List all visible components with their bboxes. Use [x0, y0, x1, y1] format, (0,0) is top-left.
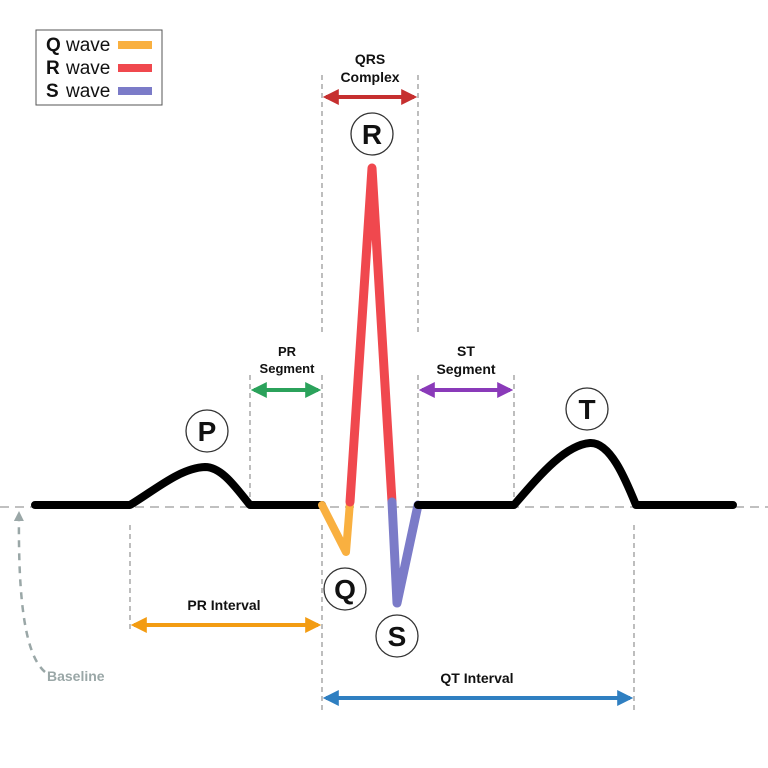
qt-interval-annotation: QT Interval	[322, 670, 634, 706]
legend-item-s-wave: S wave	[46, 81, 152, 102]
wave-label-s: S	[375, 614, 419, 658]
trace-s-wave	[387, 497, 423, 608]
legend: Q wave R wave S wave	[35, 29, 163, 106]
legend-word: wave	[65, 35, 110, 56]
wave-letter-q: Q	[334, 574, 356, 605]
wave-letter-s: S	[388, 621, 407, 652]
pr-segment-annotation: PR Segment	[250, 344, 322, 398]
qrs-label-line2: Complex	[340, 69, 399, 85]
legend-letter: S	[46, 81, 59, 102]
wave-label-p: P	[185, 409, 229, 453]
wave-label-r: R	[350, 112, 394, 156]
st-segment-label-line2: Segment	[436, 361, 495, 377]
legend-word: wave	[65, 81, 110, 102]
qrs-complex-annotation: QRS Complex	[322, 51, 418, 105]
guide-lines	[129, 75, 635, 712]
wave-letter-r: R	[362, 119, 382, 150]
wave-letter-p: P	[198, 416, 217, 447]
legend-letter: Q	[46, 35, 61, 56]
qt-interval-label: QT Interval	[440, 670, 513, 686]
wave-label-t: T	[565, 387, 609, 431]
pr-interval-label: PR Interval	[187, 597, 260, 613]
pr-interval-annotation: PR Interval	[130, 597, 322, 633]
trace-q-wave	[318, 498, 354, 556]
baseline-arrow	[13, 511, 46, 673]
st-segment-annotation: ST Segment	[418, 343, 514, 398]
trace-r-wave	[345, 163, 397, 507]
legend-word: wave	[65, 58, 110, 79]
ecg-trace	[31, 163, 737, 608]
qrs-label-line1: QRS	[355, 51, 385, 67]
legend-item-r-wave: R wave	[46, 58, 152, 79]
baseline-annotation: Baseline	[13, 511, 105, 684]
pr-segment-label-line2: Segment	[260, 361, 316, 376]
wave-label-q: Q	[323, 567, 367, 611]
legend-item-q-wave: Q wave	[46, 35, 152, 56]
baseline-label: Baseline	[47, 668, 105, 684]
pr-segment-label-line1: PR	[278, 344, 297, 359]
st-segment-label-line1: ST	[457, 343, 475, 359]
wave-letter-t: T	[578, 394, 595, 425]
trace-p-wave	[31, 463, 326, 509]
trace-t-wave	[414, 439, 737, 509]
legend-letter: R	[46, 58, 60, 79]
